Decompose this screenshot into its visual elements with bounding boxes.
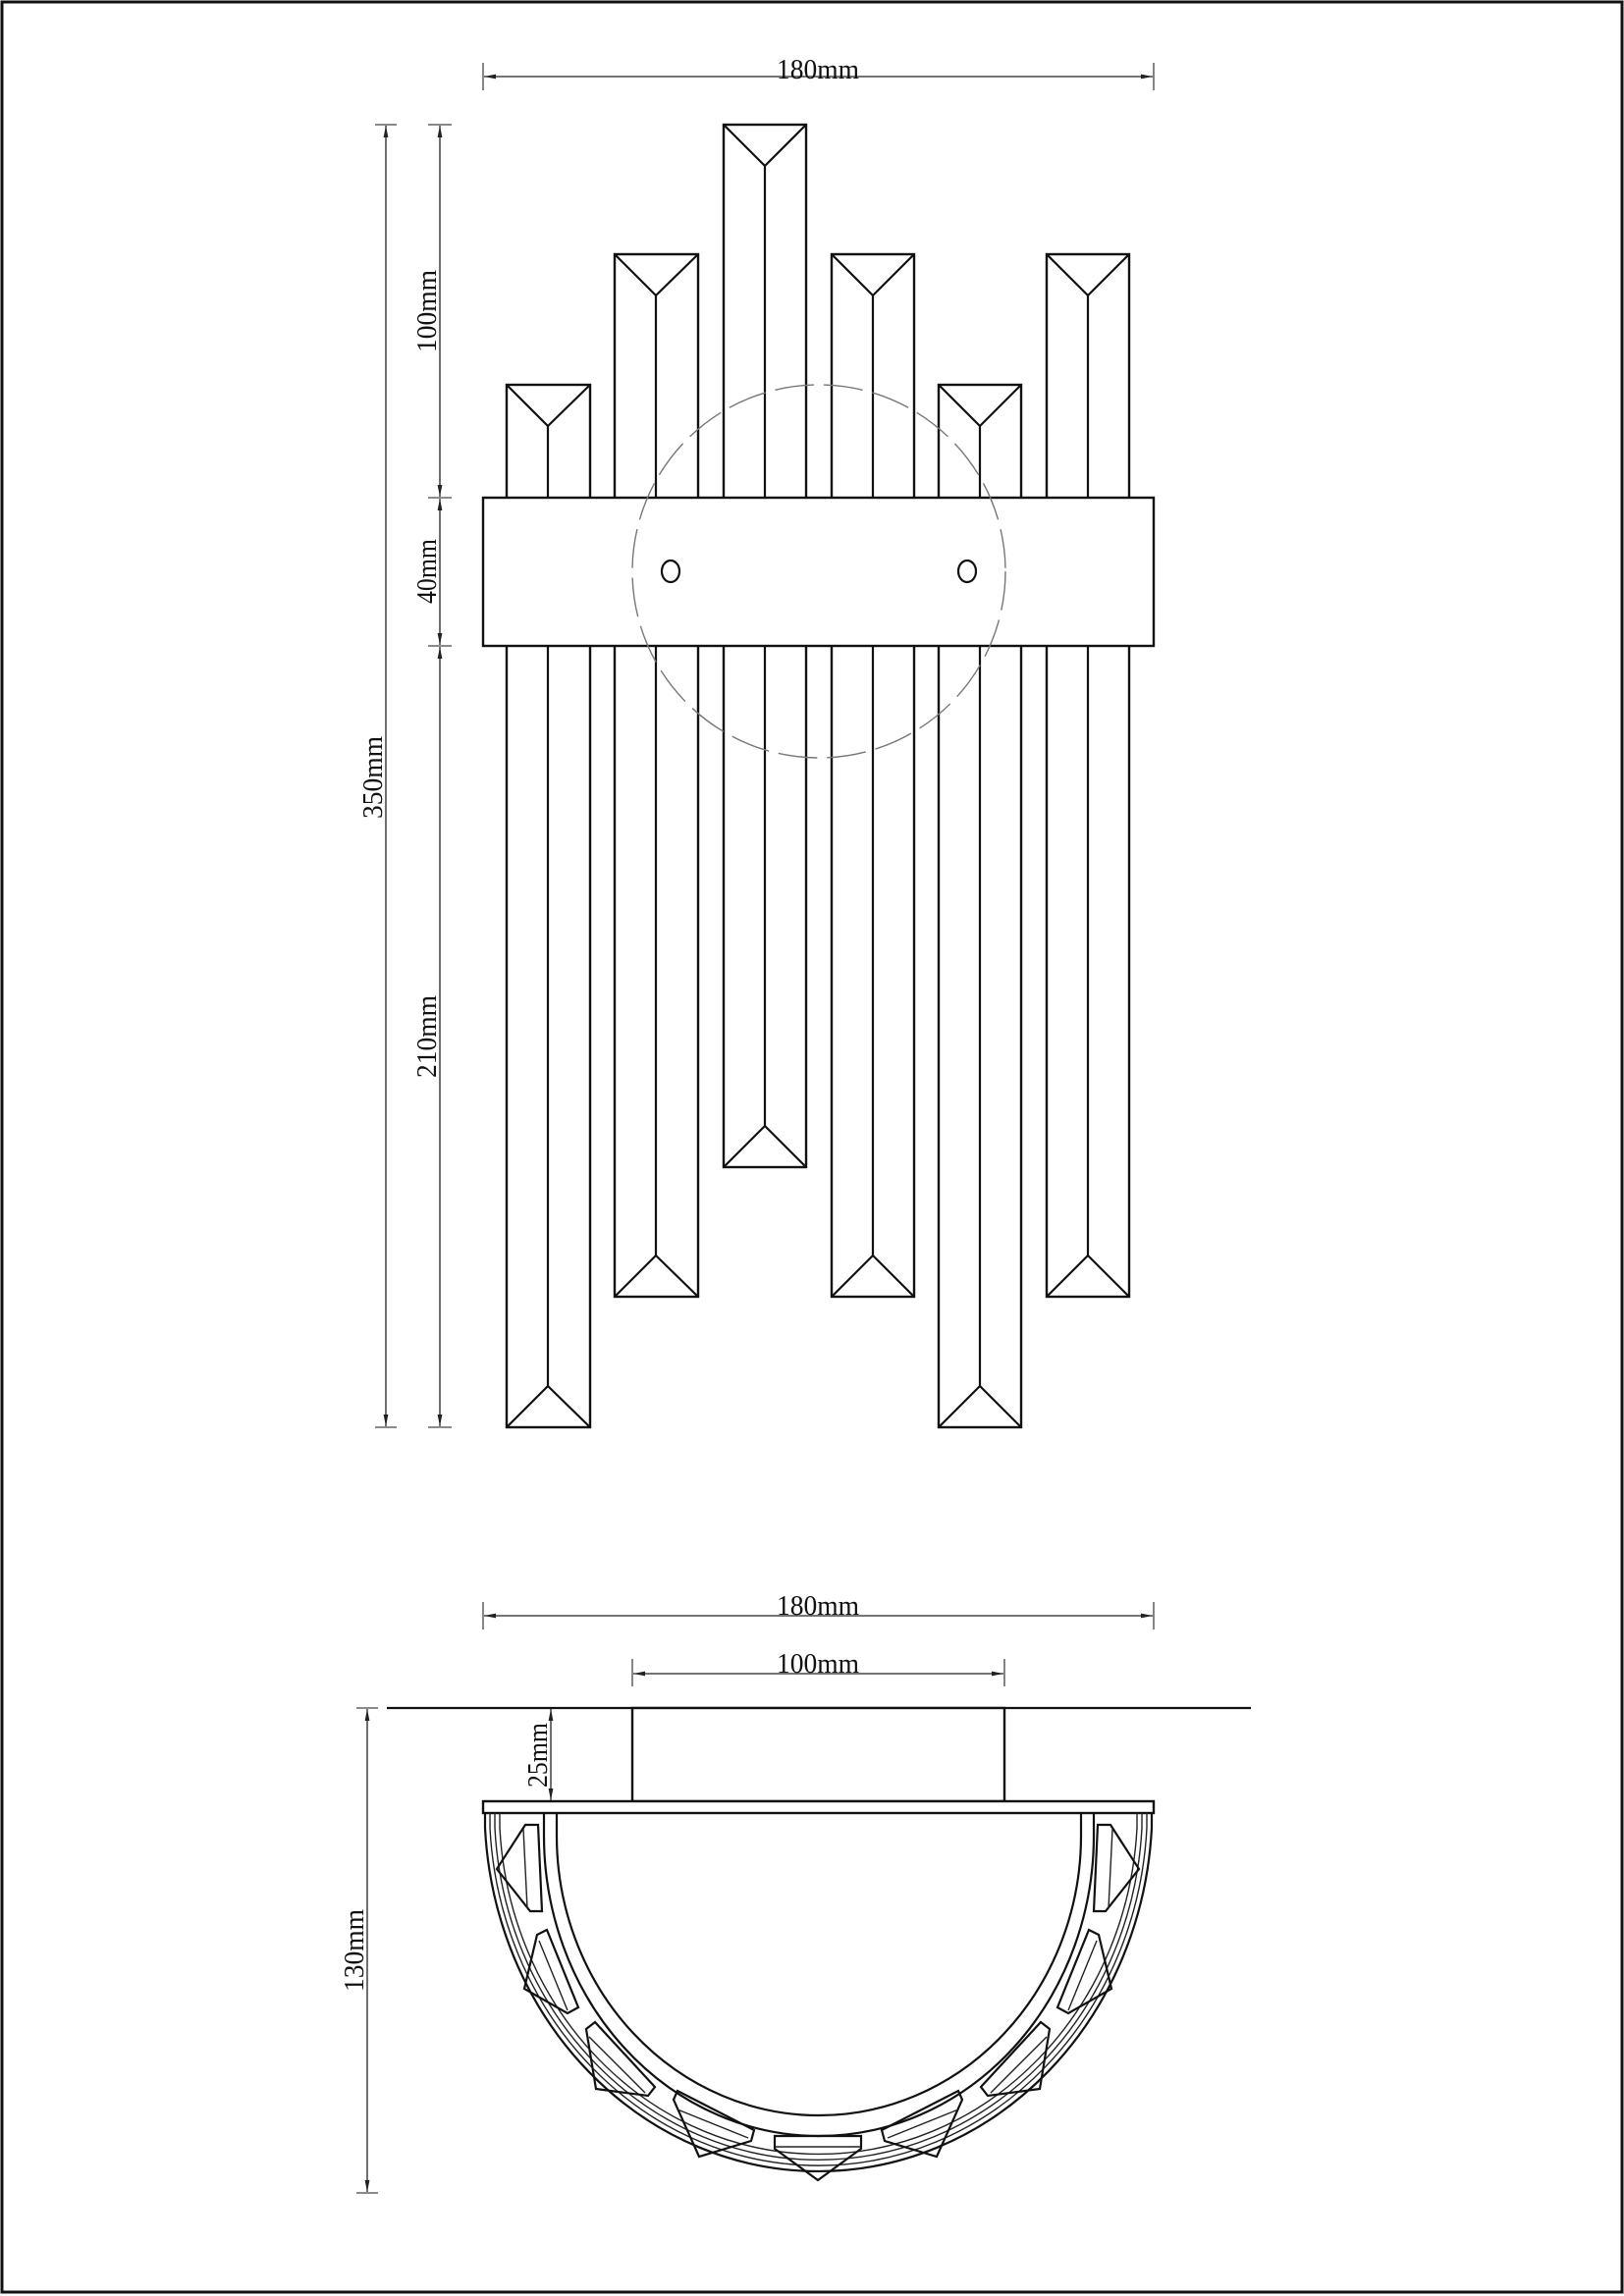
crystal-rod-4 bbox=[830, 252, 916, 1299]
top-width-label: 180mm bbox=[777, 1591, 859, 1622]
dim-base-depth: 25mm bbox=[523, 1709, 554, 1800]
dim-total-height: 350mm bbox=[358, 124, 397, 1428]
front-width-label: 180mm bbox=[777, 55, 859, 85]
dim-total-depth: 130mm bbox=[340, 1707, 378, 2194]
base-width-label: 100mm bbox=[777, 1649, 859, 1680]
mounting-bar bbox=[481, 496, 1156, 648]
base-depth-label: 25mm bbox=[523, 1723, 554, 1788]
lower-rod-label: 210mm bbox=[412, 995, 443, 1078]
top-view: 180mm 100mm bbox=[340, 1591, 1251, 2194]
dim-lower-rod: 210mm bbox=[412, 647, 452, 1428]
dim-base-width: 100mm bbox=[631, 1649, 1005, 1686]
crystal-rod-2 bbox=[613, 252, 700, 1299]
crystal-prisms bbox=[495, 1823, 1141, 2182]
wall-base-block bbox=[630, 1706, 1006, 1803]
plate-height-label: 40mm bbox=[412, 539, 443, 604]
dim-front-width: 180mm bbox=[482, 55, 1155, 90]
total-depth-label: 130mm bbox=[340, 1909, 370, 1992]
crystal-rod-6 bbox=[1045, 252, 1131, 1299]
front-view: 180mm bbox=[358, 55, 1156, 1429]
rod-extension-label: 100mm bbox=[412, 270, 443, 352]
wall-box-outline bbox=[631, 384, 1006, 759]
mounting-hole-left bbox=[660, 559, 681, 584]
mounting-hole-right bbox=[956, 559, 978, 584]
inner-ring bbox=[542, 1813, 1096, 2138]
mounting-plate bbox=[481, 1799, 1156, 1815]
dim-top-width: 180mm bbox=[482, 1591, 1155, 1629]
total-height-label: 350mm bbox=[358, 736, 389, 819]
dim-rod-extension: 100mm bbox=[412, 124, 452, 497]
dim-plate-height: 40mm bbox=[412, 497, 452, 647]
